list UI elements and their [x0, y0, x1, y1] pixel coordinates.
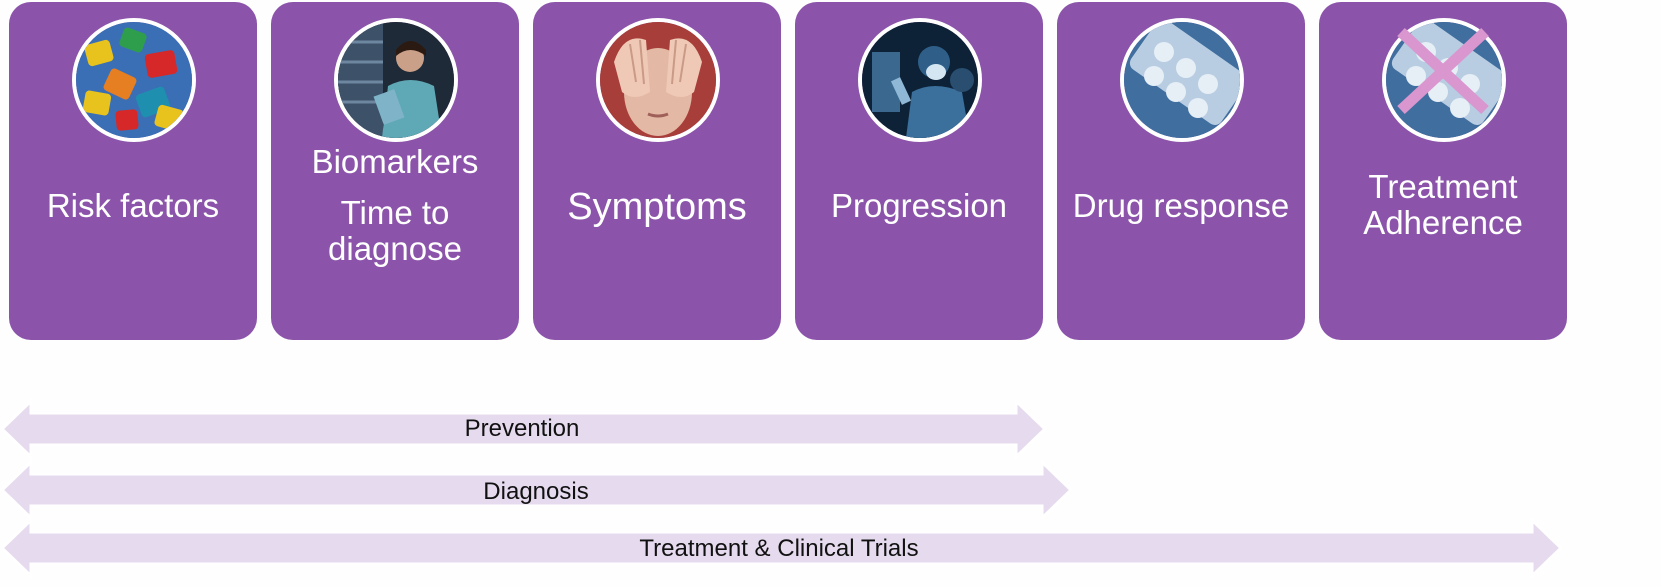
- stage-label: Drug response: [1072, 187, 1290, 224]
- lab-scientist-photo: [334, 18, 458, 142]
- pill-blister-photo: [1120, 18, 1244, 142]
- stage-label-line-2: Adherence: [1363, 204, 1523, 241]
- treatment-arrow: [0, 516, 1564, 580]
- stage-label: Risk factors: [46, 187, 220, 224]
- stage-label: Progression: [830, 187, 1008, 224]
- stage-label: Symptoms: [567, 186, 747, 228]
- prevention-arrow: [0, 397, 1048, 461]
- alphabet-blocks-photo: [72, 18, 196, 142]
- stage-label-line-1: Treatment: [1368, 168, 1518, 205]
- head-in-hands-photo: [596, 18, 720, 142]
- stage-card-symptoms: Symptoms: [533, 2, 781, 340]
- stage-label-line-3: diagnose: [328, 230, 462, 267]
- stage-card-drug-response: Drug response: [1057, 2, 1305, 340]
- diagnosis-label: Diagnosis: [483, 478, 589, 505]
- treatment-label: Treatment & Clinical Trials: [639, 535, 919, 562]
- cross-mark-icon: [1397, 27, 1489, 115]
- stage-card-risk-factors: Risk factors: [9, 2, 257, 340]
- stage-label-line-2: Time to: [340, 194, 450, 231]
- stage-card-progression: Progression: [795, 2, 1043, 340]
- diagnosis-arrow: [0, 458, 1074, 522]
- surgeon-xray-photo: [858, 18, 982, 142]
- stage-label-line-1: Biomarkers: [311, 143, 479, 180]
- prevention-label: Prevention: [464, 415, 580, 442]
- stage-card-treatment-adherence: Treatment Adherence: [1319, 2, 1567, 340]
- stage-card-biomarkers: Biomarkers Time to diagnose: [271, 2, 519, 340]
